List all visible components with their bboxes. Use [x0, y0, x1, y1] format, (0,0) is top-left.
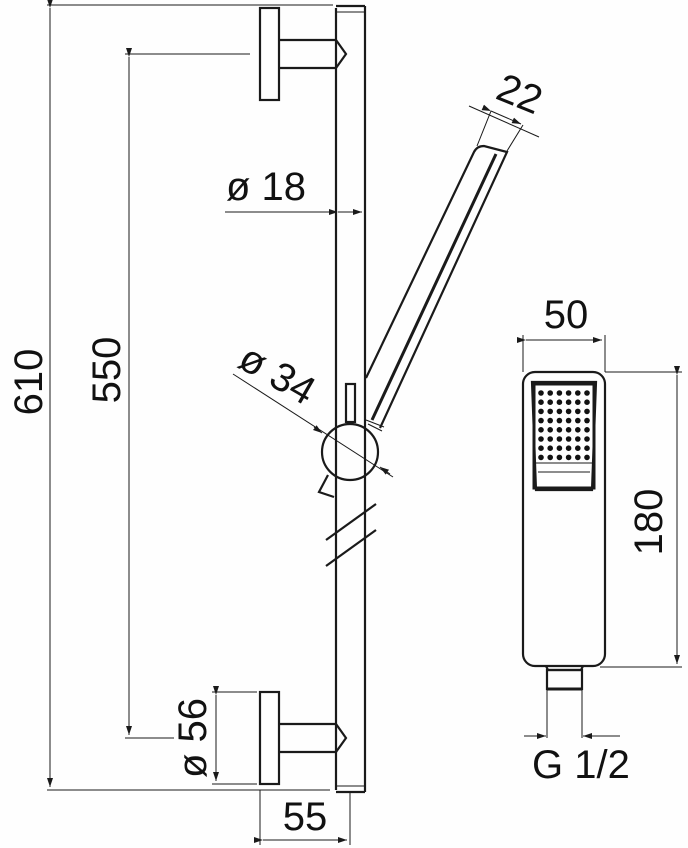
dim-flange-diameter [212, 686, 257, 785]
nozzle-grid [538, 390, 590, 461]
label-connection-thread: G 1/2 [532, 743, 630, 787]
nozzle-dot [575, 436, 581, 442]
dim-total-height [47, 0, 333, 791]
nozzle-dot [565, 399, 572, 406]
nozzle-dot [575, 390, 581, 396]
slide-rail [334, 4, 367, 794]
bottom-wall-bracket [258, 690, 348, 786]
nozzle-dot [556, 454, 563, 461]
dim-slider-diameter [232, 373, 394, 478]
nozzle-dot [584, 408, 590, 415]
label-head-width: 50 [544, 293, 589, 337]
nozzle-dot [538, 454, 544, 461]
nozzle-dot [584, 427, 590, 433]
nozzle-dot [547, 427, 553, 433]
nozzle-dot [565, 408, 572, 415]
nozzle-dot [556, 445, 563, 452]
nozzle-dot [538, 417, 544, 424]
dim-head-length [600, 366, 682, 668]
nozzle-dot [556, 390, 563, 396]
nozzle-dot [547, 408, 553, 415]
nozzle-dot [556, 427, 563, 433]
label-head-length: 180 [627, 489, 671, 556]
dim-wall-projection [254, 790, 351, 845]
nozzle-dot [575, 417, 581, 424]
nozzle-dot [556, 399, 563, 406]
label-rail-diameter: ø 18 [226, 165, 306, 209]
label-bracket-spacing: 550 [85, 337, 129, 404]
dim-handshower-width [468, 104, 540, 152]
nozzle-dot [547, 399, 553, 406]
handshower-front-view [521, 370, 607, 691]
nozzle-dot [547, 454, 553, 461]
top-wall-bracket [258, 6, 348, 102]
nozzle-dot [584, 454, 590, 461]
nozzle-dot [547, 436, 553, 442]
nozzle-dot [538, 427, 544, 433]
nozzle-dot [565, 436, 572, 442]
nozzle-dot [538, 408, 544, 415]
nozzle-dot [584, 445, 590, 452]
nozzle-dot [575, 399, 581, 406]
slider-joint [317, 382, 380, 567]
nozzle-dot [565, 427, 572, 433]
dim-head-width [517, 335, 606, 372]
nozzle-dot [565, 390, 572, 396]
nozzle-dot [556, 408, 563, 415]
nozzle-dot [556, 436, 563, 442]
handshower-side-view [365, 144, 509, 432]
label-total-height: 610 [7, 349, 51, 416]
label-wall-projection: 55 [283, 795, 328, 839]
nozzle-dot [584, 399, 590, 406]
nozzle-dot [584, 390, 590, 396]
nozzle-dot [565, 417, 572, 424]
nozzle-dot [584, 436, 590, 442]
nozzle-dot [565, 454, 572, 461]
nozzle-dot [565, 445, 572, 452]
nozzle-dot [556, 417, 563, 424]
nozzle-dot [538, 445, 544, 452]
label-flange-diameter: ø 56 [171, 698, 215, 778]
nozzle-dot [538, 399, 544, 406]
nozzle-dot [575, 445, 581, 452]
nozzle-dot [575, 427, 581, 433]
nozzle-dot [538, 436, 544, 442]
nozzle-dot [547, 445, 553, 452]
nozzle-dot [584, 417, 590, 424]
dim-bracket-spacing [125, 48, 250, 739]
nozzle-dot [575, 454, 581, 461]
nozzle-dot [575, 408, 581, 415]
nozzle-dot [538, 390, 544, 396]
nozzle-dot [547, 390, 553, 396]
dim-connection-thread [524, 690, 620, 739]
nozzle-dot [547, 417, 553, 424]
